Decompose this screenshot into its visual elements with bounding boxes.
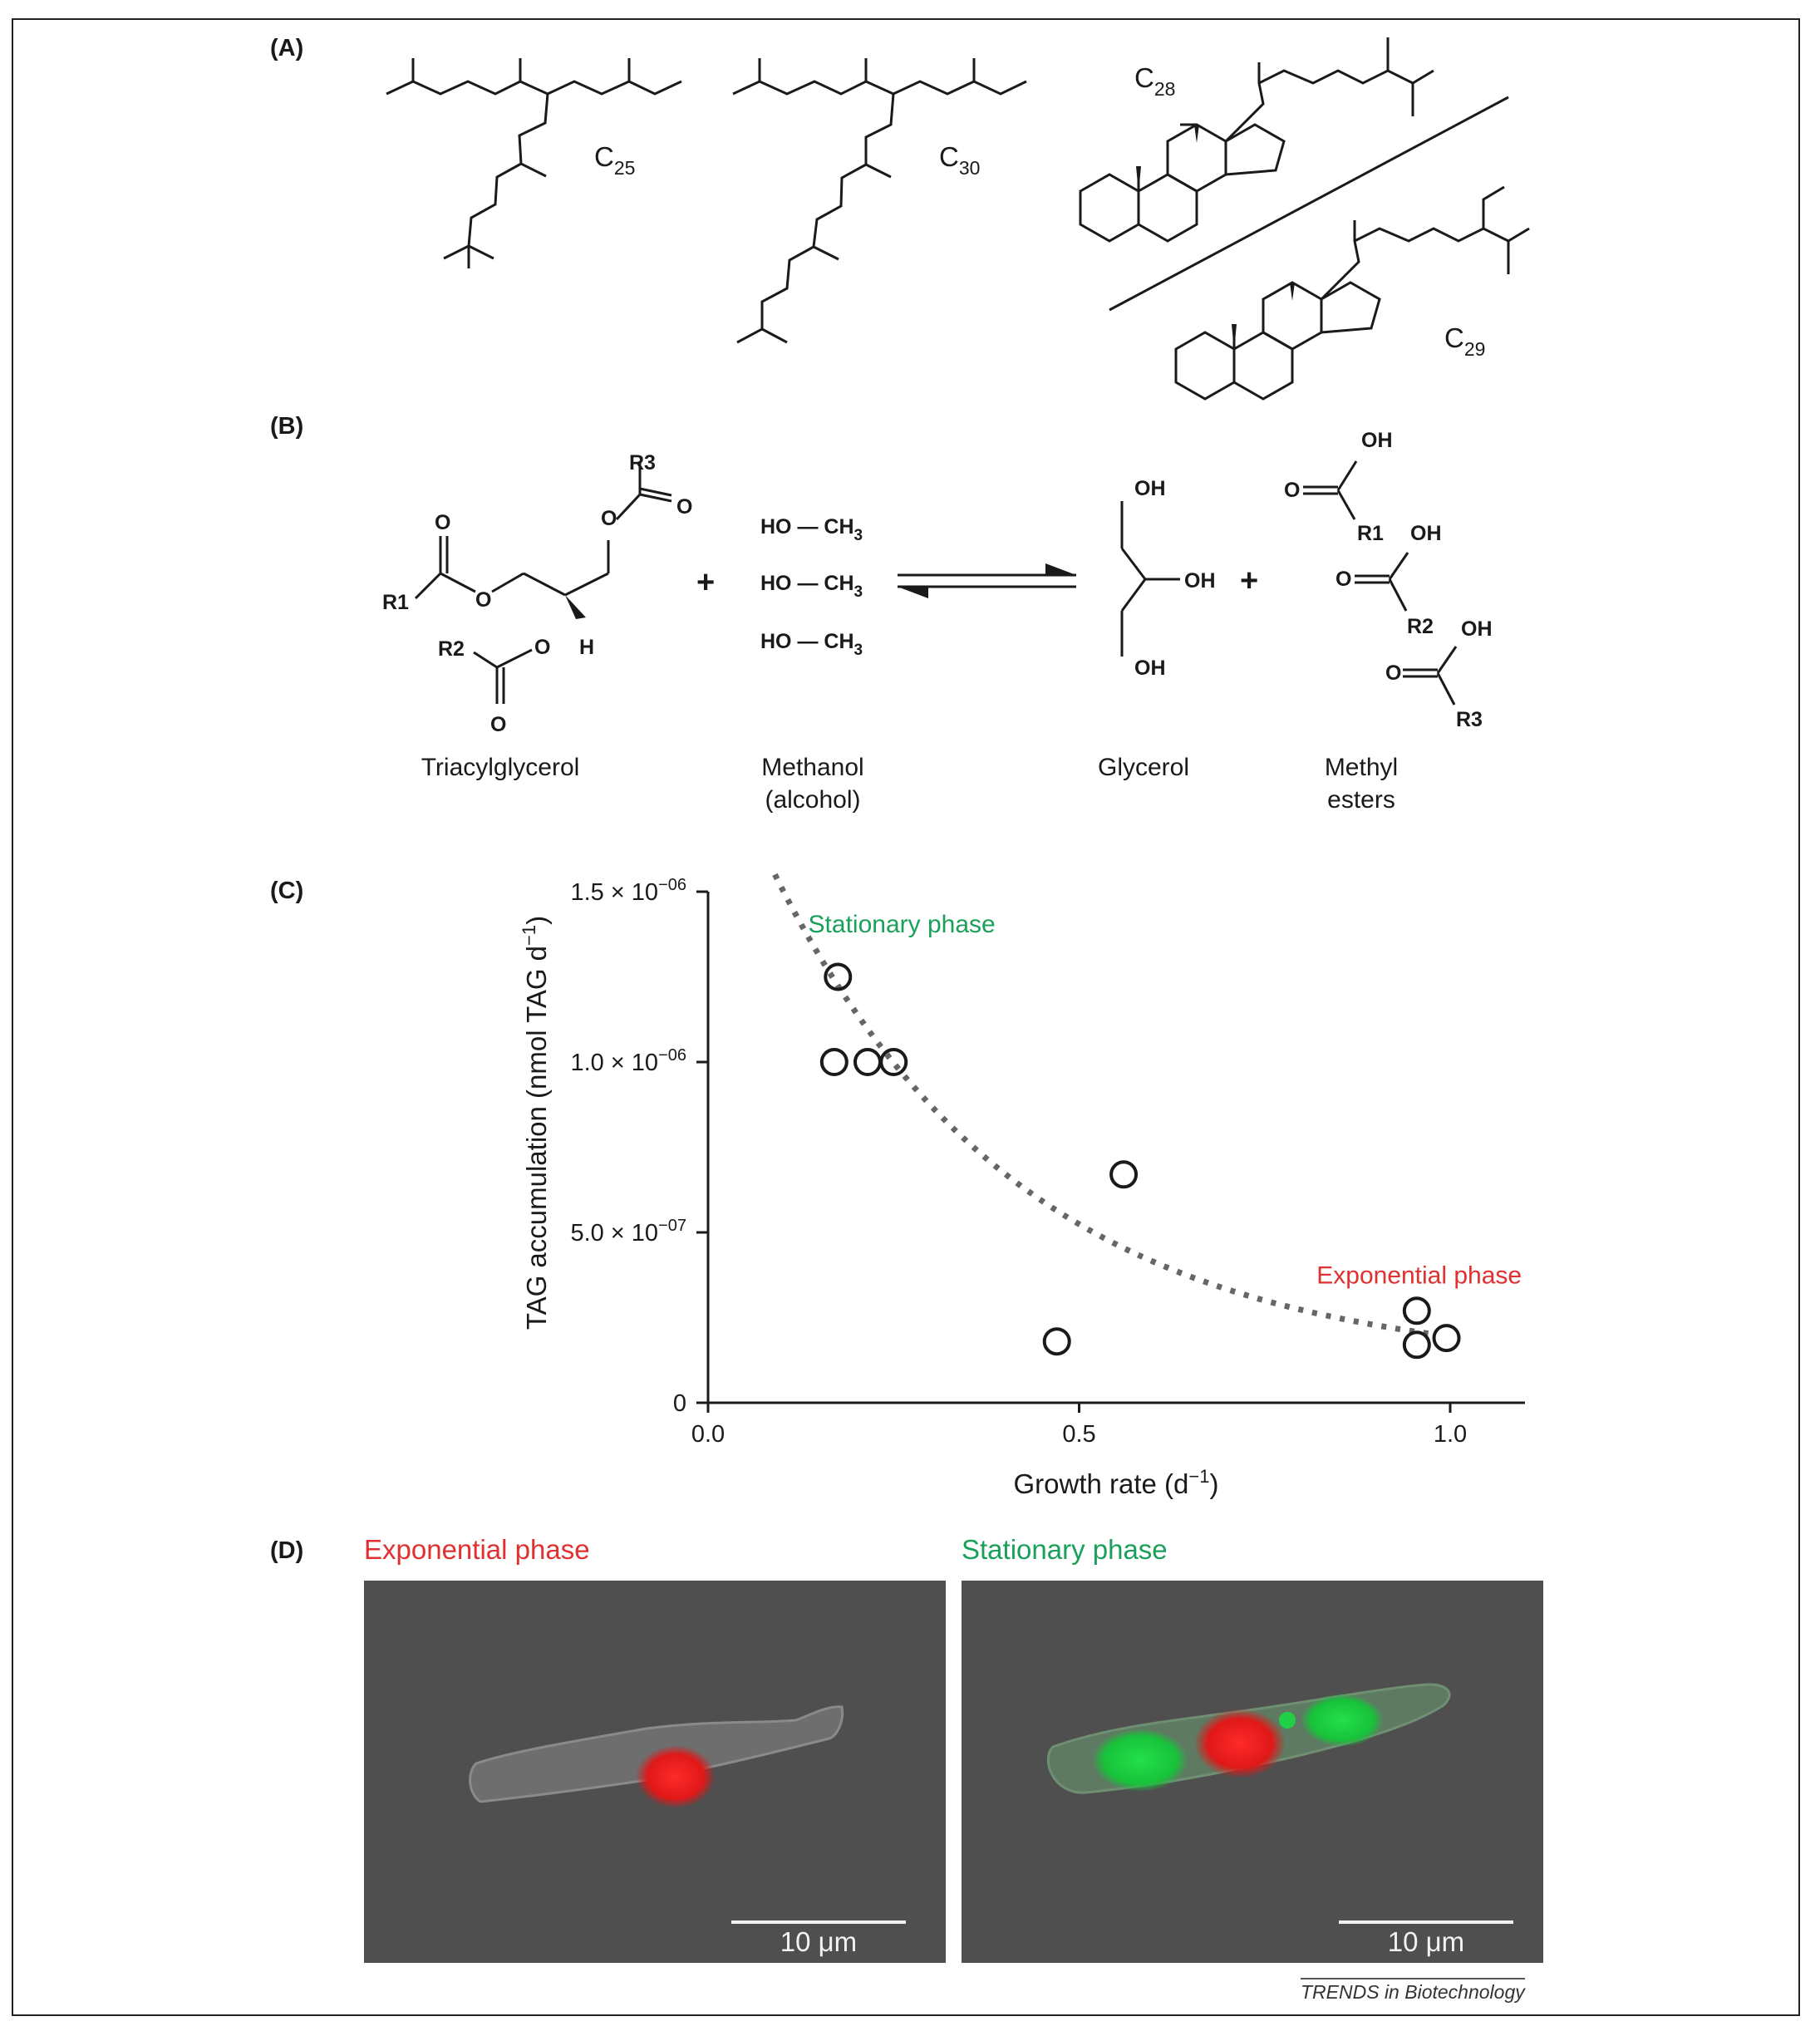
c29-sterol <box>1174 185 1530 401</box>
data-point-1 <box>819 1048 849 1076</box>
panel-label-b: (B) <box>270 413 304 440</box>
label-c29: C29 <box>1444 322 1485 360</box>
micro-right-title: Stationary phase <box>962 1534 1168 1565</box>
tag-r2: R2 <box>438 637 465 661</box>
c25-chain-down <box>443 93 549 260</box>
x-axis-title: Growth rate (d−1) <box>1013 1466 1218 1499</box>
tag-r1: R1 <box>382 591 409 614</box>
scale-bar-left <box>731 1920 906 1924</box>
ester1-o: O <box>1284 479 1300 502</box>
methanol-2: HO — CH3 <box>760 572 863 601</box>
label-c25: C25 <box>594 141 635 179</box>
ester3-o: O <box>1385 661 1401 685</box>
glycerol-oh-mid: OH <box>1184 569 1216 593</box>
data-point-0 <box>824 962 853 991</box>
data-point-2 <box>853 1048 882 1076</box>
esters-name-line2: esters <box>1327 786 1395 814</box>
data-point-3 <box>879 1048 908 1076</box>
methanol-1: HO — CH3 <box>760 515 863 544</box>
scale-label-right: 10 μm <box>1387 1926 1465 1957</box>
y-tick-label-1: 5.0 × 10−07 <box>570 1217 686 1247</box>
ester3-oh: OH <box>1461 617 1493 641</box>
methanol-3: HO — CH3 <box>760 630 863 659</box>
tag-r3: R3 <box>629 451 656 475</box>
data-point-4 <box>1042 1327 1071 1356</box>
stationary-cell <box>1046 1683 1451 1794</box>
micro-left-title: Exponential phase <box>364 1534 590 1565</box>
figure-frame <box>12 18 1800 2016</box>
label-c28: C28 <box>1134 62 1175 100</box>
plus-left: + <box>696 565 715 600</box>
plus-right: + <box>1240 563 1258 598</box>
y-tick-label-0: 0 <box>673 1390 686 1417</box>
tag-h: H <box>579 636 594 659</box>
glycerol-oh-bottom: OH <box>1134 657 1166 680</box>
ester1-oh: OH <box>1361 429 1393 452</box>
exponential-cell <box>469 1705 844 1808</box>
sterol-divider <box>1109 96 1509 312</box>
y-axis-title: TAG accumulation (nmol TAG d−1) <box>519 916 552 1330</box>
glycerol-name: Glycerol <box>1098 754 1189 781</box>
data-point-6 <box>1402 1296 1431 1325</box>
tag-o-bottom: O <box>490 713 506 736</box>
chart-points <box>819 962 1461 1360</box>
y-tick-label-2: 1.0 × 10−06 <box>570 1046 686 1076</box>
journal-credit: TRENDS in Biotechnology <box>1301 1978 1525 2004</box>
fit-curve <box>772 873 1433 1337</box>
panel-label-a: (A) <box>270 35 304 61</box>
chart-axes: 0.0 0.5 1.0 0 5.0 × 10−07 1.0 × 10−06 1.5 × 10… <box>570 876 1525 1448</box>
x-tick-label-2: 1.0 <box>1434 1421 1467 1448</box>
data-point-8 <box>1432 1324 1461 1353</box>
panel-b-reaction: R1 O O R3 O O R2 O H O OH OH OH OH O R1 … <box>382 429 1493 814</box>
tag-o-ester3: O <box>601 507 617 530</box>
panel-label-d: (D) <box>270 1537 304 1564</box>
tag-o-top: O <box>435 511 450 534</box>
tag-o-ester2: O <box>534 636 550 659</box>
esters-name: Methyl <box>1325 754 1398 781</box>
triacylglycerol-name: Triacylglycerol <box>421 754 580 781</box>
glycerol-oh-top: OH <box>1134 477 1166 500</box>
chart-fit <box>772 873 1433 1337</box>
ester1-r1: R1 <box>1357 522 1384 545</box>
x-tick-label-0: 0.0 <box>691 1421 725 1448</box>
methanol-name: Methanol <box>761 754 863 781</box>
ester2-r2: R2 <box>1407 615 1434 638</box>
x-tick-label-1: 0.5 <box>1062 1421 1095 1448</box>
data-point-5 <box>1109 1160 1139 1189</box>
panel-a-structures: C25 C30 C28 C29 <box>386 37 1530 401</box>
ester3-r3: R3 <box>1456 708 1483 731</box>
micro-image-exponential <box>364 1581 946 1963</box>
label-c30: C30 <box>939 141 980 179</box>
c28-sterol <box>1079 37 1434 243</box>
panel-label-c: (C) <box>270 878 304 904</box>
annotation-0: Stationary phase <box>809 911 996 938</box>
scale-label-left: 10 μm <box>780 1926 858 1957</box>
micro-image-stationary <box>962 1581 1543 1963</box>
c25-chain-top <box>386 80 682 96</box>
ester2-o: O <box>1335 568 1351 591</box>
tag-o-ester1: O <box>475 588 491 612</box>
y-tick-label-3: 1.5 × 10−06 <box>570 876 686 906</box>
c30-chain-top <box>732 80 1027 96</box>
data-point-7 <box>1402 1330 1431 1360</box>
annotation-1: Exponential phase <box>1316 1262 1522 1290</box>
tag-o-r3: O <box>676 495 692 519</box>
ester2-oh: OH <box>1410 522 1442 545</box>
methanol-subtitle: (alcohol) <box>765 786 860 814</box>
scale-bar-right <box>1339 1920 1513 1924</box>
c30-chain-down <box>736 93 895 344</box>
panel-c-chart: 0.0 0.5 1.0 0 5.0 × 10−07 1.0 × 10−06 1.5 × 10… <box>519 873 1525 1499</box>
